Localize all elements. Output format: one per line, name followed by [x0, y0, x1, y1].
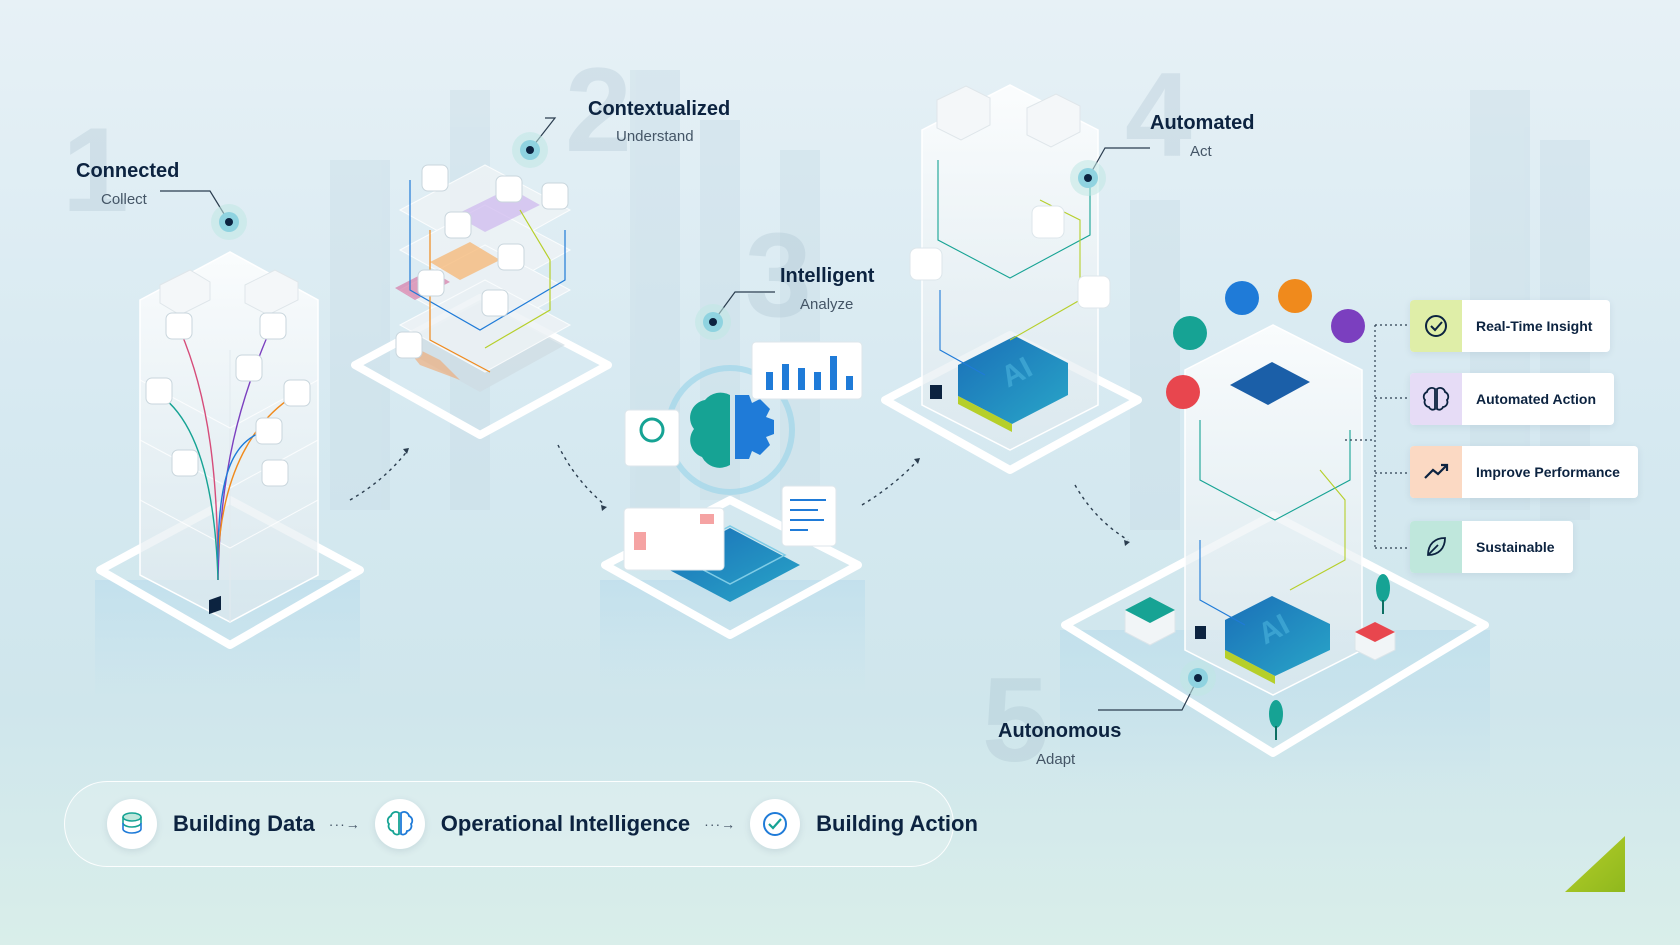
- bar-chart-icon: [766, 356, 853, 390]
- leaf-icon: [1410, 521, 1462, 573]
- benefit-label: Real-Time Insight: [1476, 318, 1593, 334]
- stage-4-automated-tower: AI: [881, 84, 1142, 474]
- sensor-icons: [145, 312, 311, 487]
- stage-5-autonomous-campus: AI: [1061, 279, 1489, 757]
- stage-4-number: 4: [1125, 48, 1192, 182]
- stage-1-title: Connected: [76, 160, 180, 182]
- benefit-label: Automated Action: [1476, 391, 1597, 407]
- stage-flow-arrows: [349, 444, 1129, 541]
- benefit-improve-performance: Improve Performance: [1410, 446, 1638, 498]
- benefit-label: Sustainable: [1476, 539, 1555, 555]
- arrow-heads: [403, 448, 1130, 546]
- flow-label-operational-intelligence: Operational Intelligence: [440, 811, 691, 836]
- benefit-connector: [1345, 324, 1410, 549]
- flow-label-building-data: Building Data: [173, 811, 315, 836]
- flow-label-building-action: Building Action: [816, 811, 978, 836]
- database-icon: [107, 799, 157, 849]
- stage-1-subtitle: Collect: [101, 191, 147, 208]
- benefit-label: Improve Performance: [1476, 464, 1620, 480]
- brand-corner-accent: [1565, 836, 1625, 892]
- callout-targets: [211, 132, 1216, 696]
- stage-3-number: 3: [745, 208, 812, 342]
- trend-up-icon: [1410, 446, 1462, 498]
- benefit-automated-action: Automated Action: [1410, 373, 1615, 425]
- flow-arrow: ···→: [328, 816, 361, 832]
- data-to-action-flow-bar: Building Data ···→ Operational Intellige…: [64, 781, 978, 867]
- stage-2-subtitle: Understand: [616, 128, 694, 145]
- stage-2-contextualized-layers: [351, 164, 612, 439]
- stage-2-number: 2: [565, 43, 632, 177]
- brain-icon: [374, 799, 425, 849]
- check-circle-icon: [1410, 300, 1462, 352]
- stage-5-subtitle: Adapt: [1036, 751, 1076, 768]
- stage-1-number: 1: [62, 103, 129, 237]
- stage-3-intelligent-analyzer: [601, 341, 863, 639]
- stage-5-title: Autonomous: [998, 720, 1122, 742]
- brain-icon: [1410, 373, 1462, 425]
- check-circle-icon: [750, 799, 801, 849]
- stage-3-title: Intelligent: [780, 265, 875, 287]
- stage-4-title: Automated: [1150, 112, 1255, 134]
- stage-2-title: Contextualized: [588, 98, 731, 120]
- brain-gear-icon: [690, 392, 774, 468]
- stage-1-connected-tower: [96, 251, 364, 649]
- stage-5-number: 5: [982, 653, 1049, 787]
- flow-arrow: ···→: [704, 816, 737, 832]
- stage-3-subtitle: Analyze: [800, 296, 854, 313]
- benefit-sustainable: Sustainable: [1410, 521, 1573, 573]
- benefit-real-time-insight: Real-Time Insight: [1410, 300, 1611, 352]
- stage-4-subtitle: Act: [1190, 143, 1212, 160]
